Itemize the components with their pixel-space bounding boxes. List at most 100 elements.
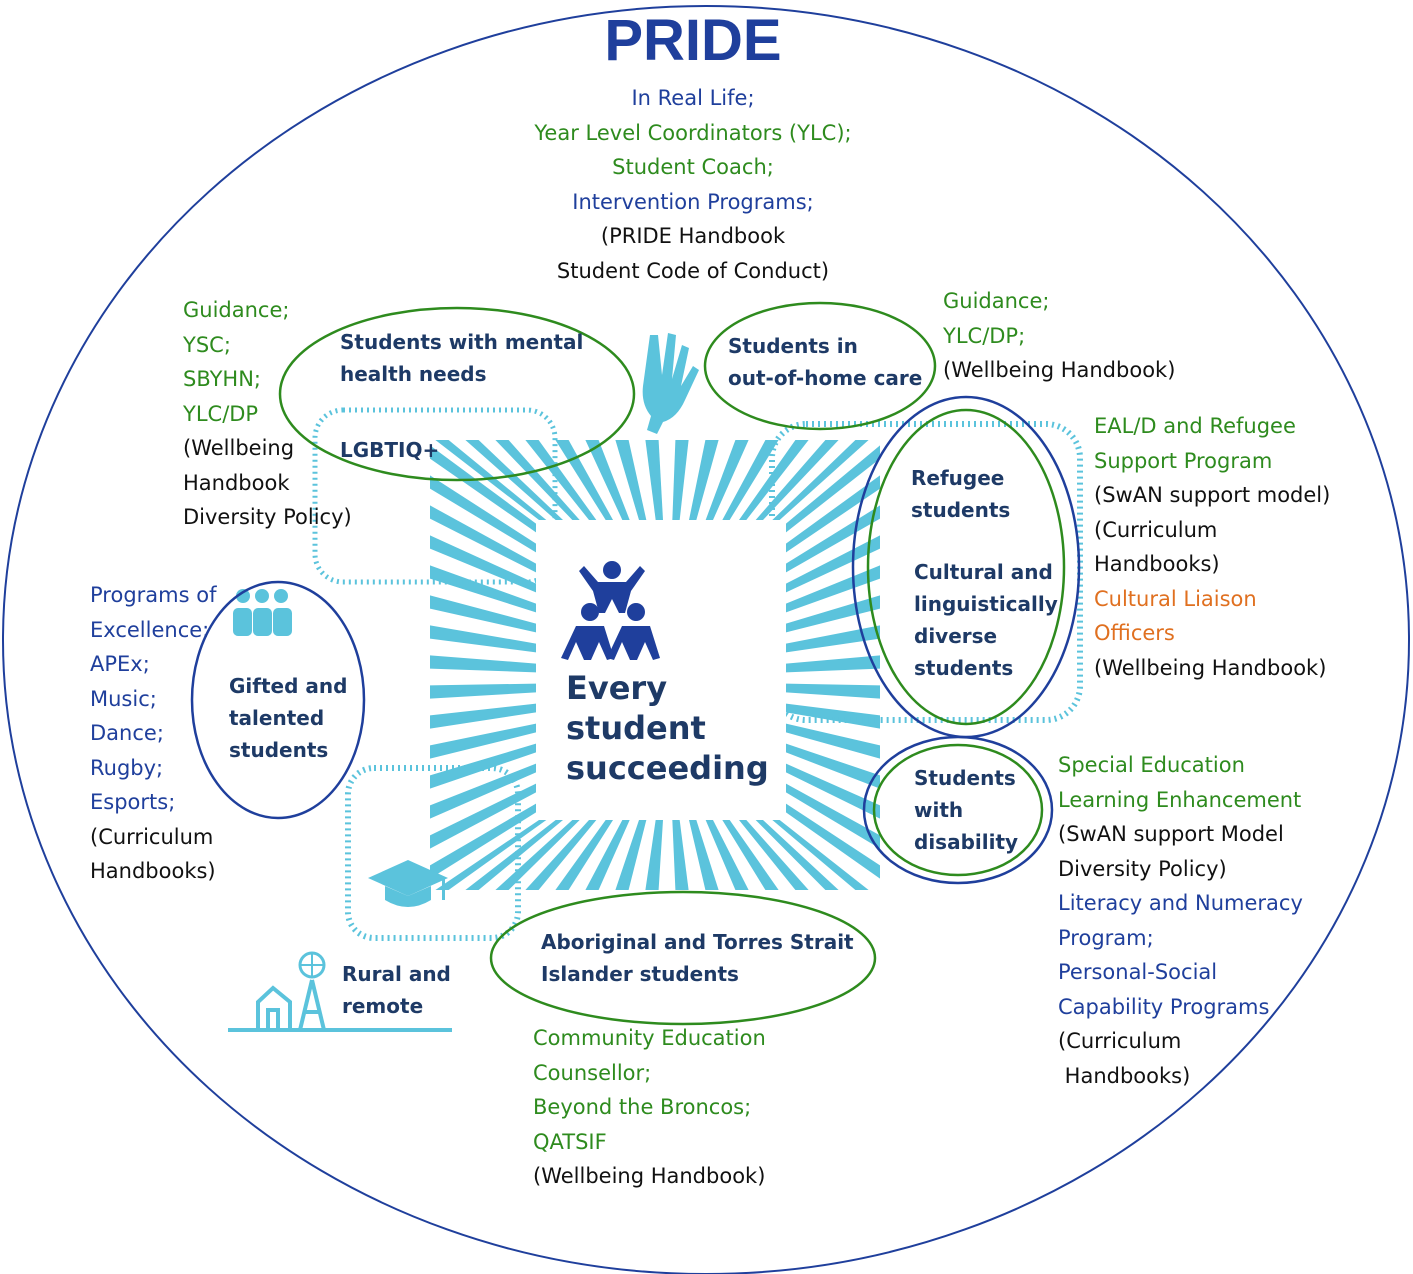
stripe bbox=[430, 655, 536, 673]
annotation-line: Music; bbox=[90, 686, 157, 711]
annotation-line: (Curriculum bbox=[1058, 1029, 1182, 1053]
stripe bbox=[705, 440, 749, 520]
stripe bbox=[645, 820, 663, 890]
stripe bbox=[786, 625, 880, 653]
outer-circle bbox=[2, 5, 1410, 1274]
ellipse-out-of-home bbox=[703, 301, 937, 431]
rural-farm-icon bbox=[228, 951, 452, 1032]
annotation-line: Handbooks) bbox=[1094, 552, 1220, 576]
stripe bbox=[722, 820, 779, 890]
annotation-line: Support Program bbox=[1094, 448, 1273, 473]
label-line: students bbox=[914, 656, 1014, 680]
annotation-line: Special Education bbox=[1058, 753, 1245, 777]
stripe bbox=[615, 440, 647, 520]
label-line: with bbox=[914, 798, 964, 822]
label-line: remote bbox=[342, 994, 424, 1018]
stripe bbox=[786, 723, 880, 759]
stripe bbox=[786, 655, 880, 673]
stripe bbox=[615, 820, 647, 890]
annotation-line: YLC/DP bbox=[183, 401, 259, 426]
stripe bbox=[495, 820, 580, 890]
dotted-frame-lgbtiq bbox=[312, 407, 558, 585]
stripe bbox=[430, 535, 536, 593]
stripe bbox=[772, 440, 869, 520]
stripe bbox=[525, 820, 597, 890]
label-indigenous: Aboriginal and Torres Strait Islander st… bbox=[541, 926, 854, 990]
label-cald: Cultural and linguistically diverse stud… bbox=[914, 556, 1058, 684]
annotation-line: Dance; bbox=[90, 721, 164, 745]
annotation-line: Cultural Liaison bbox=[1094, 586, 1257, 611]
annotation-line: (Wellbeing Handbook) bbox=[533, 1164, 766, 1188]
people-group-icon bbox=[233, 589, 292, 636]
label-line: students bbox=[911, 498, 1011, 522]
center-line-3: succeeding bbox=[566, 749, 769, 787]
annotation-right-lower: Special Education Learning Enhancement (… bbox=[1058, 748, 1303, 1093]
stripe bbox=[430, 803, 536, 879]
annotation-line: Rugby; bbox=[90, 755, 164, 780]
annotation-line: Capability Programs bbox=[1058, 994, 1270, 1019]
stripe bbox=[430, 703, 536, 729]
label-lgbtiq: LGBTIQ+ bbox=[340, 438, 440, 462]
stripe bbox=[435, 440, 547, 520]
ellipse-disability-outer bbox=[862, 735, 1054, 885]
annotation-line: Student Code of Conduct) bbox=[556, 258, 830, 283]
label-line: talented bbox=[229, 706, 325, 730]
stripe bbox=[786, 763, 880, 819]
center-line-2: student bbox=[566, 709, 706, 747]
ellipse-indigenous bbox=[489, 890, 877, 1026]
center-label: Every student succeeding bbox=[566, 668, 769, 788]
stripe bbox=[705, 820, 749, 890]
label-refugee: Refugee students bbox=[911, 462, 1010, 526]
stripe bbox=[739, 440, 809, 520]
label-line: Gifted and bbox=[229, 674, 348, 698]
stripe bbox=[786, 535, 880, 593]
label-disability: Students with disability bbox=[914, 762, 1018, 858]
label-line: out-of-home care bbox=[728, 366, 923, 390]
annotation-line: (SwAN support Model bbox=[1058, 822, 1284, 846]
stripe bbox=[755, 820, 839, 890]
annotation-line: Program; bbox=[1058, 925, 1154, 950]
annotation-line: Year Level Coordinators (YLC); bbox=[534, 120, 852, 145]
annotation-line: (SwAN support model) bbox=[1094, 483, 1331, 507]
annotation-bottom: Community Education Counsellor; Beyond t… bbox=[533, 1021, 766, 1194]
stripe bbox=[739, 820, 809, 890]
ellipse-disability-inner bbox=[872, 743, 1044, 877]
stripe bbox=[672, 440, 689, 520]
stripe bbox=[772, 820, 869, 890]
label-line: linguistically bbox=[914, 592, 1058, 616]
students-figures-icon bbox=[561, 561, 660, 660]
stripe bbox=[435, 820, 547, 890]
annotation-line: Community Education bbox=[533, 1026, 766, 1050]
annotation-left: Programs of Excellence: APEx; Music; Dan… bbox=[90, 578, 216, 889]
stripe bbox=[430, 625, 536, 653]
annotation-line: Programs of bbox=[90, 583, 217, 607]
stripe bbox=[430, 505, 536, 573]
stripe bbox=[786, 803, 880, 879]
annotation-line: Personal-Social bbox=[1058, 960, 1218, 984]
stripe bbox=[786, 683, 880, 699]
annotation-line: YSC; bbox=[183, 332, 231, 357]
label-rural: Rural and remote bbox=[342, 958, 451, 1022]
label-out-of-home: Students in out-of-home care bbox=[728, 330, 922, 394]
annotation-line: (Curriculum bbox=[90, 824, 214, 849]
stripe bbox=[430, 723, 536, 759]
stripe bbox=[755, 440, 839, 520]
center-line-1: Every bbox=[566, 669, 668, 707]
annotation-right-upper: EAL/D and Refugee Support Program (SwAN … bbox=[1094, 409, 1330, 685]
annotation-line: (Wellbeing Handbook) bbox=[1094, 655, 1327, 680]
stripe bbox=[585, 440, 630, 520]
stripe bbox=[689, 440, 719, 520]
page-title: PRIDE bbox=[604, 8, 782, 73]
annotation-line: Guidance; bbox=[943, 289, 1050, 313]
annotation-line: Handbooks) bbox=[1058, 1063, 1191, 1088]
annotation-line: Learning Enhancement bbox=[1058, 787, 1302, 812]
label-line: Students in bbox=[728, 334, 858, 358]
label-line: Students bbox=[914, 766, 1016, 790]
annotation-line: Diversity Policy) bbox=[1058, 856, 1227, 881]
label-line: students bbox=[229, 738, 329, 762]
stripe bbox=[430, 475, 536, 553]
stripe bbox=[722, 440, 779, 520]
annotation-line: YLC/DP; bbox=[943, 323, 1026, 348]
stripe bbox=[689, 820, 719, 890]
